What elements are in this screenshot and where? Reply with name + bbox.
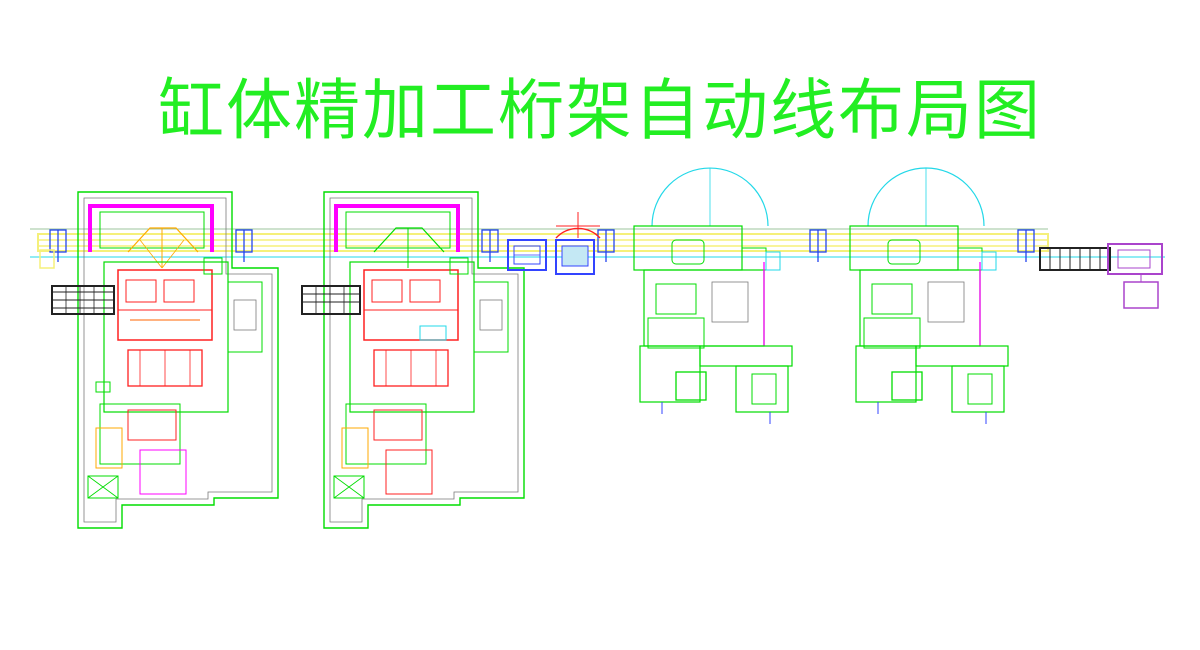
transfer-station-icon <box>555 212 601 275</box>
machine-cell-1 <box>77 191 279 529</box>
gantry-support <box>809 229 827 262</box>
gantry-support <box>597 229 615 262</box>
loading-conveyor-icon <box>301 285 361 315</box>
page-title: 缸体精加工桁架自动线布局图 <box>158 72 1042 149</box>
gantry-support <box>235 229 253 262</box>
loading-conveyor-icon <box>39 249 115 315</box>
machine-cell-3 <box>633 167 793 424</box>
gantry-rail <box>30 228 1165 258</box>
gantry-support <box>481 229 499 262</box>
gantry-supports <box>49 229 1035 262</box>
machine-cell-4 <box>849 167 1009 424</box>
gantry-support <box>1017 229 1035 262</box>
gantry-support <box>49 229 67 262</box>
machine-cell-2 <box>323 191 525 529</box>
unloading-station-icon <box>1039 243 1163 309</box>
transfer-station-icon <box>507 239 547 271</box>
